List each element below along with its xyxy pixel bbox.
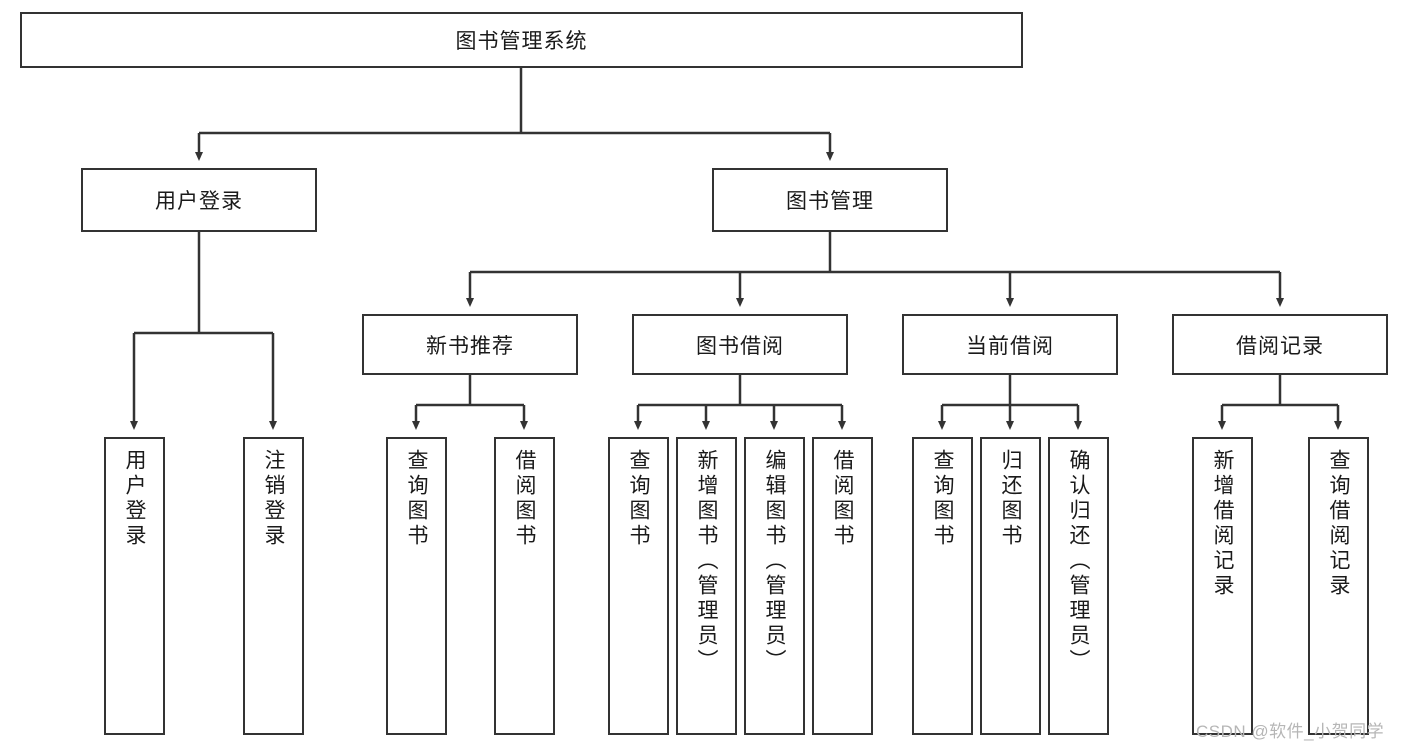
- node-new-book-recommend-label: 新书推荐: [426, 334, 514, 358]
- node-book-borrow-label: 图书借阅: [696, 334, 784, 358]
- node-leaf-edit-book[interactable]: 编辑图书（管理员）: [744, 437, 805, 735]
- node-leaf-query-book-1-label: 查询图书: [405, 449, 428, 549]
- node-book-manage-label: 图书管理: [786, 190, 874, 213]
- node-leaf-add-record[interactable]: 新增借阅记录: [1192, 437, 1253, 735]
- node-leaf-borrow-book-2-label: 借阅图书: [831, 449, 854, 549]
- node-leaf-add-book-label: 新增图书（管理员）: [695, 449, 718, 674]
- node-leaf-confirm-return[interactable]: 确认归还（管理员）: [1048, 437, 1109, 735]
- node-new-book-recommend[interactable]: 新书推荐: [362, 314, 578, 375]
- node-leaf-borrow-book-2[interactable]: 借阅图书: [812, 437, 873, 735]
- node-leaf-edit-book-label: 编辑图书（管理员）: [763, 449, 786, 674]
- node-leaf-add-record-label: 新增借阅记录: [1211, 449, 1234, 599]
- node-leaf-logout-login-label: 注销登录: [262, 449, 285, 549]
- node-leaf-user-login-label: 用户登录: [123, 449, 146, 549]
- node-leaf-query-book-3[interactable]: 查询图书: [912, 437, 973, 735]
- node-user-login-label: 用户登录: [155, 190, 243, 213]
- node-current-borrow[interactable]: 当前借阅: [902, 314, 1118, 375]
- node-user-login[interactable]: 用户登录: [81, 168, 317, 232]
- node-borrow-record[interactable]: 借阅记录: [1172, 314, 1388, 375]
- node-leaf-borrow-book-1-label: 借阅图书: [513, 449, 536, 549]
- node-current-borrow-label: 当前借阅: [966, 334, 1054, 358]
- node-leaf-query-book-3-label: 查询图书: [931, 449, 954, 549]
- node-root-label: 图书管理系统: [455, 30, 588, 53]
- node-leaf-user-login[interactable]: 用户登录: [104, 437, 165, 735]
- node-leaf-query-book-1[interactable]: 查询图书: [386, 437, 447, 735]
- node-root[interactable]: 图书管理系统: [20, 12, 1023, 68]
- node-leaf-add-book[interactable]: 新增图书（管理员）: [676, 437, 737, 735]
- node-leaf-query-record-label: 查询借阅记录: [1327, 449, 1350, 599]
- node-leaf-query-record[interactable]: 查询借阅记录: [1308, 437, 1369, 735]
- node-leaf-borrow-book-1[interactable]: 借阅图书: [494, 437, 555, 735]
- csdn-watermark: CSDN @软件_小贺同学: [1196, 722, 1385, 741]
- node-leaf-query-book-2[interactable]: 查询图书: [608, 437, 669, 735]
- node-leaf-logout-login[interactable]: 注销登录: [243, 437, 304, 735]
- node-borrow-record-label: 借阅记录: [1236, 334, 1324, 358]
- node-leaf-return-book[interactable]: 归还图书: [980, 437, 1041, 735]
- node-leaf-confirm-return-label: 确认归还（管理员）: [1067, 449, 1090, 674]
- node-leaf-query-book-2-label: 查询图书: [627, 449, 650, 549]
- node-book-manage[interactable]: 图书管理: [712, 168, 948, 232]
- node-book-borrow[interactable]: 图书借阅: [632, 314, 848, 375]
- node-leaf-return-book-label: 归还图书: [999, 449, 1022, 549]
